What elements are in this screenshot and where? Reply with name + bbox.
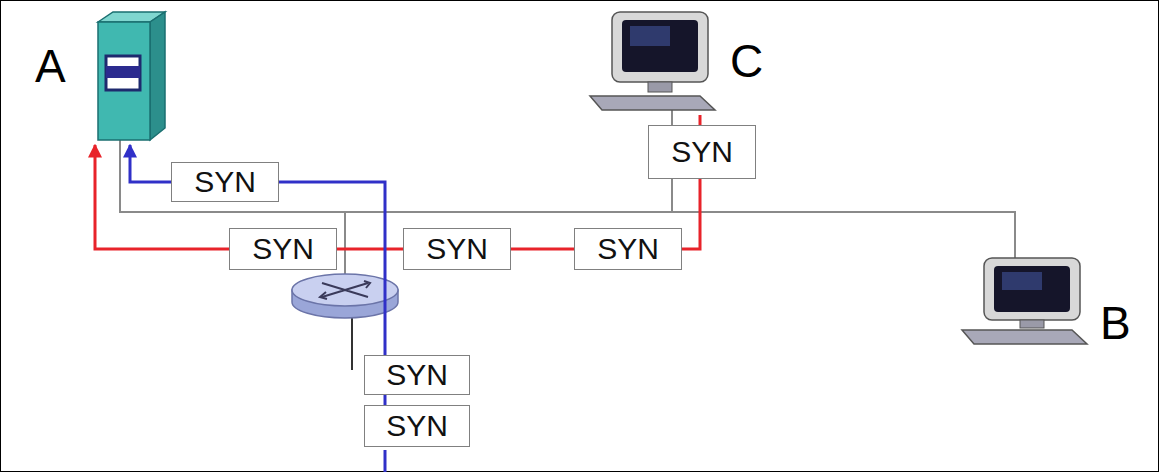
computer-icon — [962, 258, 1087, 344]
packet-label: SYN — [252, 234, 314, 264]
packet-label: SYN — [597, 234, 659, 264]
host-label: C — [730, 38, 763, 84]
host-node: C — [585, 8, 775, 115]
host-label: A — [35, 43, 66, 89]
packet-path — [130, 145, 171, 182]
packet-path — [337, 248, 403, 251]
host-node: B — [955, 255, 1145, 350]
packet-label: SYN — [386, 411, 448, 441]
computer-icon — [590, 12, 715, 110]
syn-packet-box: SYN — [229, 228, 337, 270]
syn-packet-box: SYN — [171, 162, 279, 202]
packet-path — [699, 115, 702, 125]
packet-label: SYN — [671, 137, 733, 167]
syn-packet-box: SYN — [403, 228, 511, 270]
syn-packet-box: SYN — [574, 228, 682, 270]
packet-path — [682, 179, 700, 249]
packet-path — [511, 248, 574, 251]
syn-packet-box: SYN — [364, 405, 470, 447]
packet-label: SYN — [426, 234, 488, 264]
syn-packet-box: SYN — [364, 355, 470, 395]
packet-label: SYN — [194, 167, 256, 197]
syn-packet-box: SYN — [648, 125, 756, 179]
router-symbol — [292, 274, 398, 318]
packet-label: SYN — [386, 360, 448, 390]
host-label: B — [1100, 300, 1131, 346]
server-icon — [98, 12, 165, 140]
packet-path — [384, 395, 387, 405]
host-node: A — [25, 15, 170, 145]
